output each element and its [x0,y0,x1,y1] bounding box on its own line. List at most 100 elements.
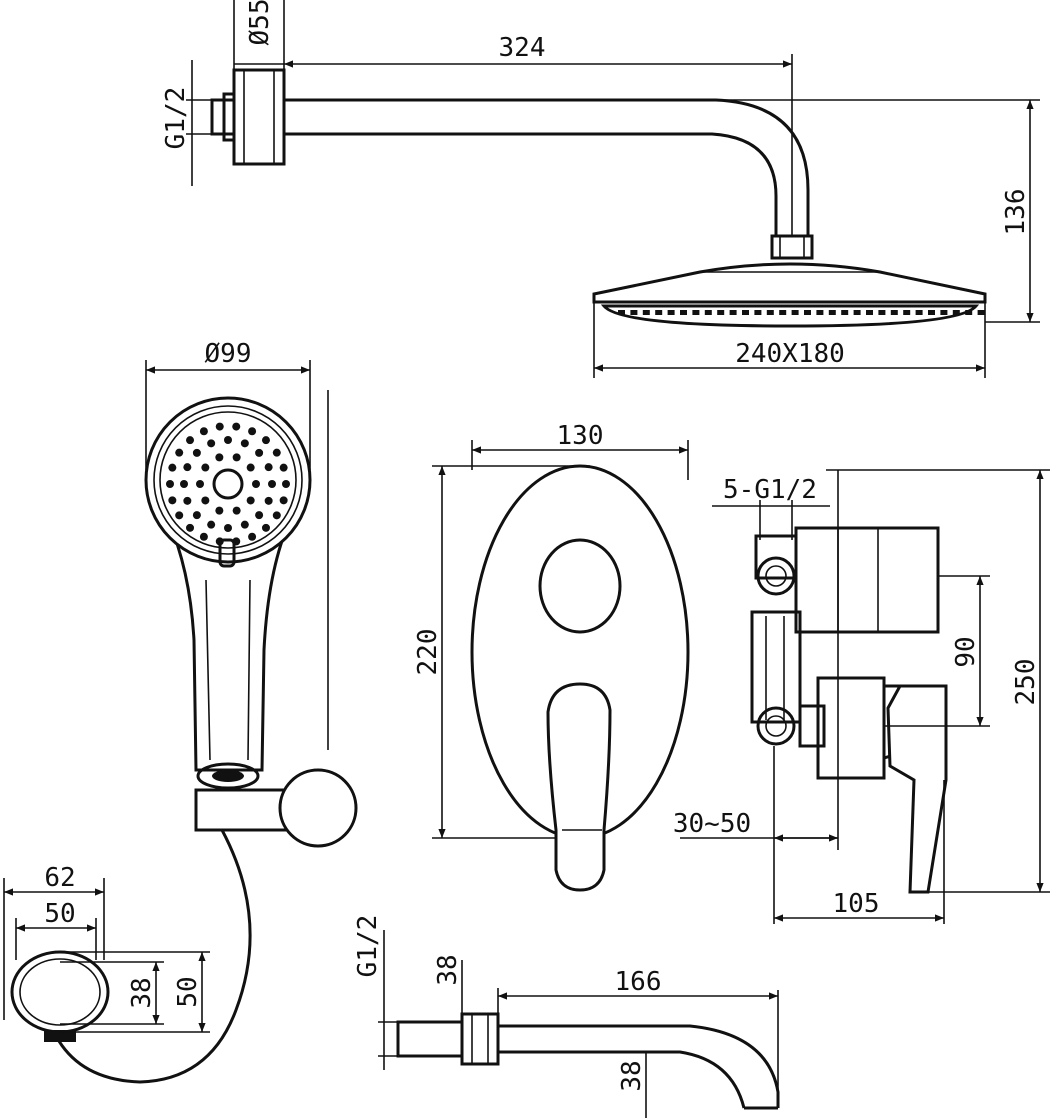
nozzle-dot [192,511,201,520]
head-nozzle [952,310,960,315]
head-nozzle [754,310,762,315]
head-nozzle [804,310,811,315]
hand-shower-handle [166,519,292,772]
shower-arm-view: G1/2 Ø55 324 136 240X180 [161,0,1040,378]
head-nozzle [667,310,675,315]
nozzle-dot [248,427,257,436]
head-nozzle [878,310,886,315]
label-mixer-depth: 105 [833,889,880,919]
head-nozzle [841,310,849,315]
mixer-cartridge [816,676,886,780]
label-mixer-height: 220 [413,629,443,676]
wall-flange [232,68,286,166]
nozzle-dot [183,463,192,472]
diverter-knob [538,538,622,634]
label-spout-length: 166 [615,967,662,997]
head-nozzle [940,310,948,315]
head-nozzle [928,310,935,315]
nozzle-dot [196,480,204,488]
head-nozzle [791,310,799,315]
nozzle-dot [282,480,290,488]
nozzle-dot [279,463,288,472]
hand-shower-view: Ø99 [54,339,358,1084]
head-nozzle [903,310,911,315]
nozzle-dot [180,480,188,488]
label-flange-diameter: Ø55 [245,0,275,45]
holder-view: 62 50 38 50 [3,863,210,1042]
nozzle-dot [215,506,224,515]
label-outlet-spacing: 90 [951,636,981,667]
nozzle-dot [272,448,281,457]
mixer-side-view: 5-G1/2 90 250 30~50 [673,469,1050,924]
nozzle-dot [199,532,208,541]
label-holder-inner-width: 50 [44,899,75,929]
head-nozzle [704,310,712,315]
label-holder-outer-height: 50 [173,976,203,1007]
nozzle-dot [175,448,184,457]
nozzle-dot [199,427,208,436]
label-spout-flange: 38 [433,954,463,985]
holder-knob [278,768,358,848]
head-nozzle [742,310,749,315]
nozzle-dot [255,448,264,457]
head-nozzle [816,310,824,315]
head-nozzle [766,310,774,315]
head-nozzle [866,310,873,315]
head-nozzle [965,310,973,315]
nozzle-dot [183,496,192,505]
head-nozzle [853,310,861,315]
head-nozzle [779,310,787,315]
nozzle-dot [175,511,184,520]
label-holder-inner-height: 38 [127,977,157,1008]
center-nozzle [212,468,244,500]
label-hand-shower-diameter: Ø99 [205,339,252,369]
diverter-cartridge [794,526,940,634]
nozzle-dot [268,480,276,488]
mixer-lever [546,682,612,892]
nozzle-dot [246,496,255,505]
head-nozzle [915,310,923,315]
label-total-height: 250 [1011,659,1041,706]
nozzle-dot [224,436,232,444]
nozzle-dot [261,436,270,445]
label-mixer-width: 130 [557,421,604,451]
nozzle-dot [215,422,224,431]
label-spout-outlet: 38 [617,1060,647,1091]
shower-head [592,262,987,304]
nozzle-dot [186,436,195,445]
nozzle-dot [201,496,210,505]
spout-body [498,1024,780,1108]
head-nozzle [655,310,663,315]
nozzle-dot [232,422,241,431]
head-nozzle [642,310,650,315]
label-holder-outer-width: 62 [44,863,75,893]
head-nozzle [618,310,625,315]
holder-ring [10,950,110,1034]
nozzle-dot [264,496,273,505]
label-arm-length: 324 [499,33,546,63]
nozzle-dot [240,439,249,448]
nozzle-dot [272,511,281,520]
nozzle-dot [192,448,201,457]
nozzle-dot [201,463,210,472]
nozzle-dot [248,532,257,541]
nozzle-dot [207,439,216,448]
nozzle-dot [264,463,273,472]
head-nozzle [630,310,638,315]
mixer-lever-side [886,684,948,894]
nozzle-dot [240,520,249,529]
nozzle-dot [261,523,270,532]
nozzle-dot [232,506,241,515]
nozzle-dot [232,453,241,462]
mixer-front-view: 130 220 [413,421,690,892]
hand-shower-head [144,396,312,564]
head-nozzle [890,310,898,315]
head-nozzle [692,310,700,315]
head-nozzle [729,310,737,315]
spout-flange [460,1012,500,1066]
hose [54,829,252,1084]
head-nozzle [828,310,836,315]
nozzle-dot [246,463,255,472]
nozzle-dot [186,523,195,532]
